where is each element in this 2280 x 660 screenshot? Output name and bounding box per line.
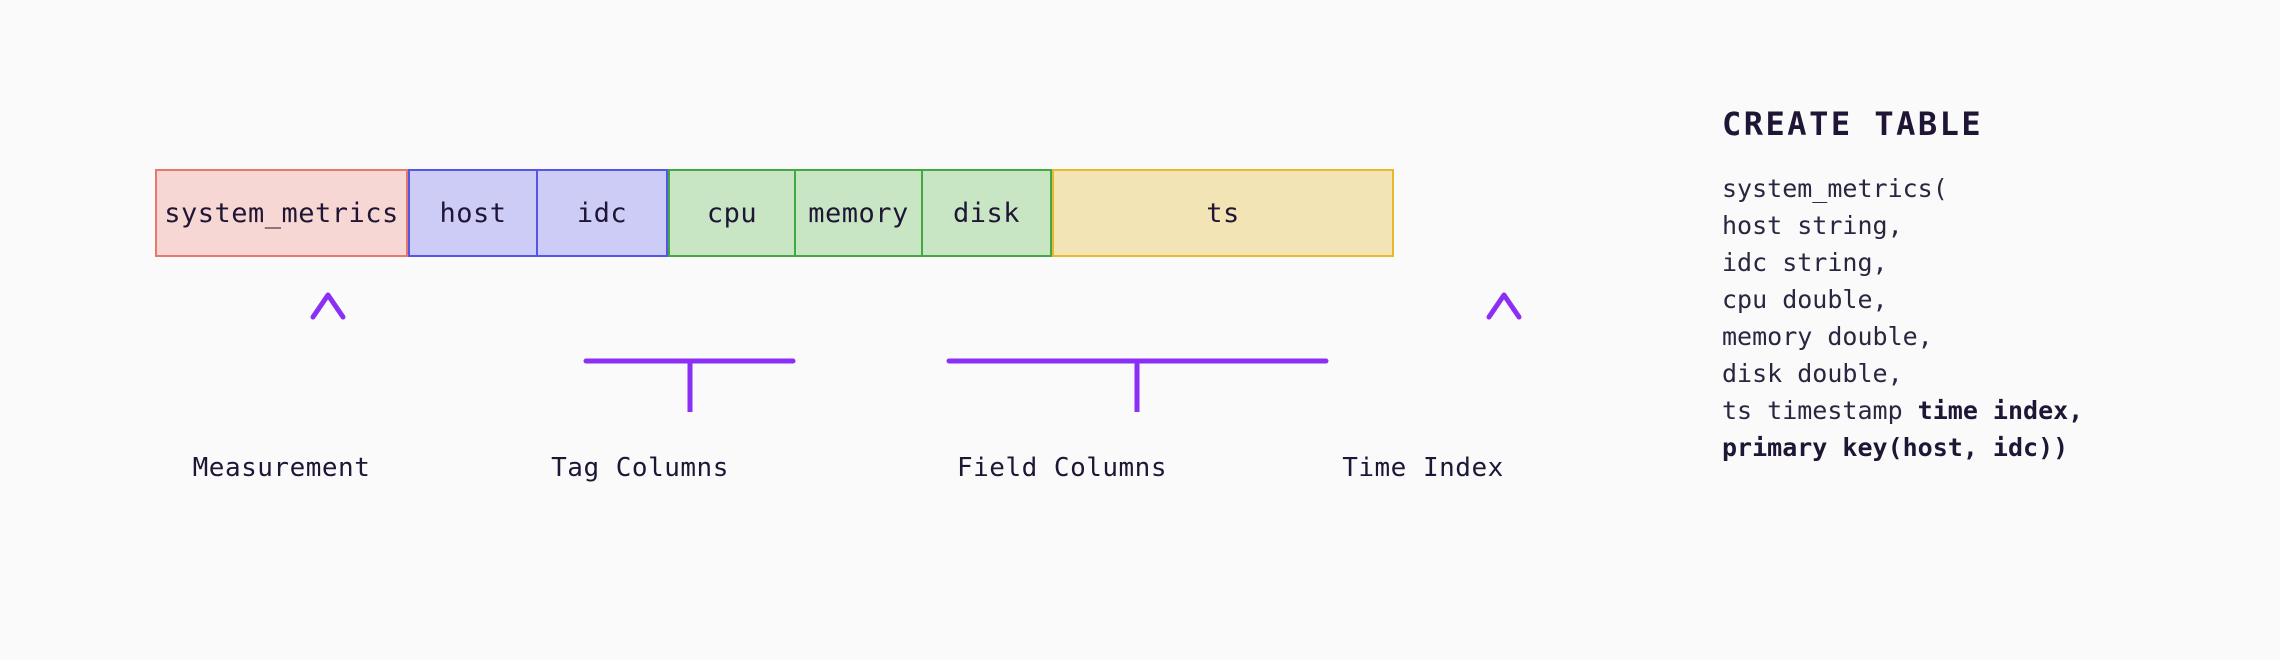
schema-cell-memory[interactable]: memory xyxy=(796,171,923,255)
schema-group-tag-columns: host idc xyxy=(408,169,668,257)
schema-cell-idc[interactable]: idc xyxy=(538,171,666,255)
schema-cell-host[interactable]: host xyxy=(410,171,538,255)
sql-line-text: disk double, xyxy=(1722,359,1903,388)
sql-line-text: cpu double, xyxy=(1722,285,1888,314)
annotation-bracket-tag-columns xyxy=(583,300,796,412)
sql-line-text: memory double, xyxy=(1722,322,1933,351)
sql-line-text: system_metrics( xyxy=(1722,174,1948,203)
schema-cell-ts[interactable]: ts xyxy=(1052,169,1394,257)
sql-line-text: idc string, xyxy=(1722,248,1888,277)
schema-cell-disk[interactable]: disk xyxy=(923,171,1050,255)
sql-keyword: primary key(host, idc)) xyxy=(1722,433,2069,462)
sql-line-text: ts timestamp xyxy=(1722,396,1918,425)
annotation-arrow-time-index xyxy=(1486,292,1522,413)
schema-cell-cpu[interactable]: cpu xyxy=(670,171,796,255)
sql-panel: CREATE TABLE system_metrics( host string… xyxy=(1722,108,2222,466)
sql-heading: CREATE TABLE xyxy=(1722,105,1984,143)
sql-keyword: time index, xyxy=(1917,396,2084,425)
sql-statement: system_metrics( host string, idc string,… xyxy=(1722,170,2222,466)
annotation-arrow-measurement xyxy=(310,292,346,413)
schema-group-field-columns: cpu memory disk xyxy=(668,169,1052,257)
annotation-bracket-field-columns xyxy=(946,300,1329,412)
annotation-label-field-columns: Field Columns xyxy=(957,453,1167,483)
annotation-label-measurement: Measurement xyxy=(192,453,371,483)
schema-cell-measurement[interactable]: system_metrics xyxy=(155,169,408,257)
annotation-label-tag-columns: Tag Columns xyxy=(551,453,729,483)
schema-bar: system_metrics host idc cpu memory disk … xyxy=(155,169,1394,257)
annotation-label-time-index: Time Index xyxy=(1342,453,1504,483)
sql-line-text: host string, xyxy=(1722,211,1903,240)
